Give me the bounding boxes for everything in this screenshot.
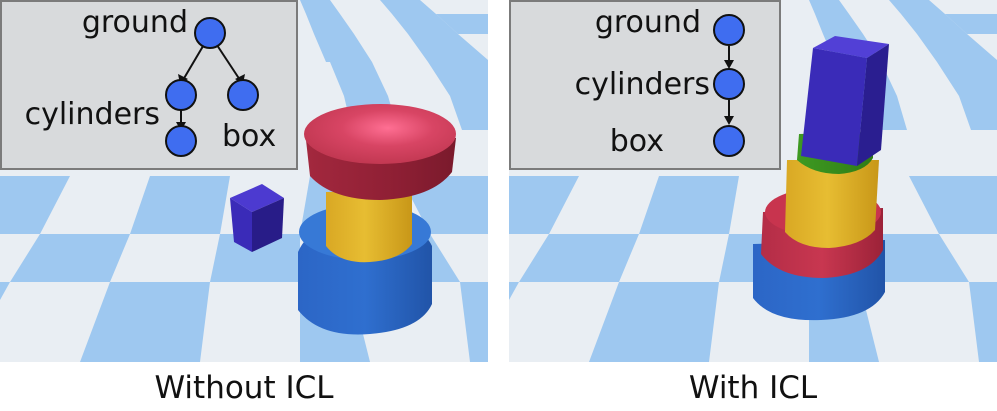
caption-without-icl: Without ICL bbox=[154, 370, 334, 406]
tree-node-ground bbox=[194, 17, 226, 49]
tree-node-cylinder-child bbox=[165, 125, 197, 157]
yellow-cylinder bbox=[785, 160, 879, 248]
purple-box bbox=[801, 36, 889, 166]
scene-panel-with-icl: ground cylinders box bbox=[509, 0, 997, 362]
tree-node-cylinders bbox=[713, 68, 745, 100]
tree-node-ground bbox=[713, 14, 745, 46]
tree-label-box: box bbox=[222, 119, 276, 154]
scene-render-with-icl: ground cylinders box bbox=[509, 0, 997, 362]
tree-label-cylinders: cylinders bbox=[575, 67, 710, 102]
yellow-cylinder bbox=[326, 190, 412, 263]
tree-label-ground: ground bbox=[82, 5, 188, 40]
caption-with-icl: With ICL bbox=[688, 370, 818, 406]
tree-label-ground: ground bbox=[595, 5, 701, 40]
scene-render-without-icl: ground cylinders box bbox=[0, 0, 488, 362]
scene-panel-without-icl: ground cylinders box bbox=[0, 0, 488, 362]
tree-node-cylinders bbox=[165, 79, 197, 111]
scene-graph-inset: ground cylinders box bbox=[509, 0, 781, 170]
tree-node-box bbox=[713, 125, 745, 157]
tree-label-box: box bbox=[610, 124, 664, 159]
purple-box bbox=[230, 184, 284, 252]
tree-label-cylinders: cylinders bbox=[25, 97, 160, 132]
scene-graph-inset: ground cylinders box bbox=[0, 0, 298, 170]
red-cylinder bbox=[304, 104, 456, 200]
tree-node-box bbox=[227, 79, 259, 111]
